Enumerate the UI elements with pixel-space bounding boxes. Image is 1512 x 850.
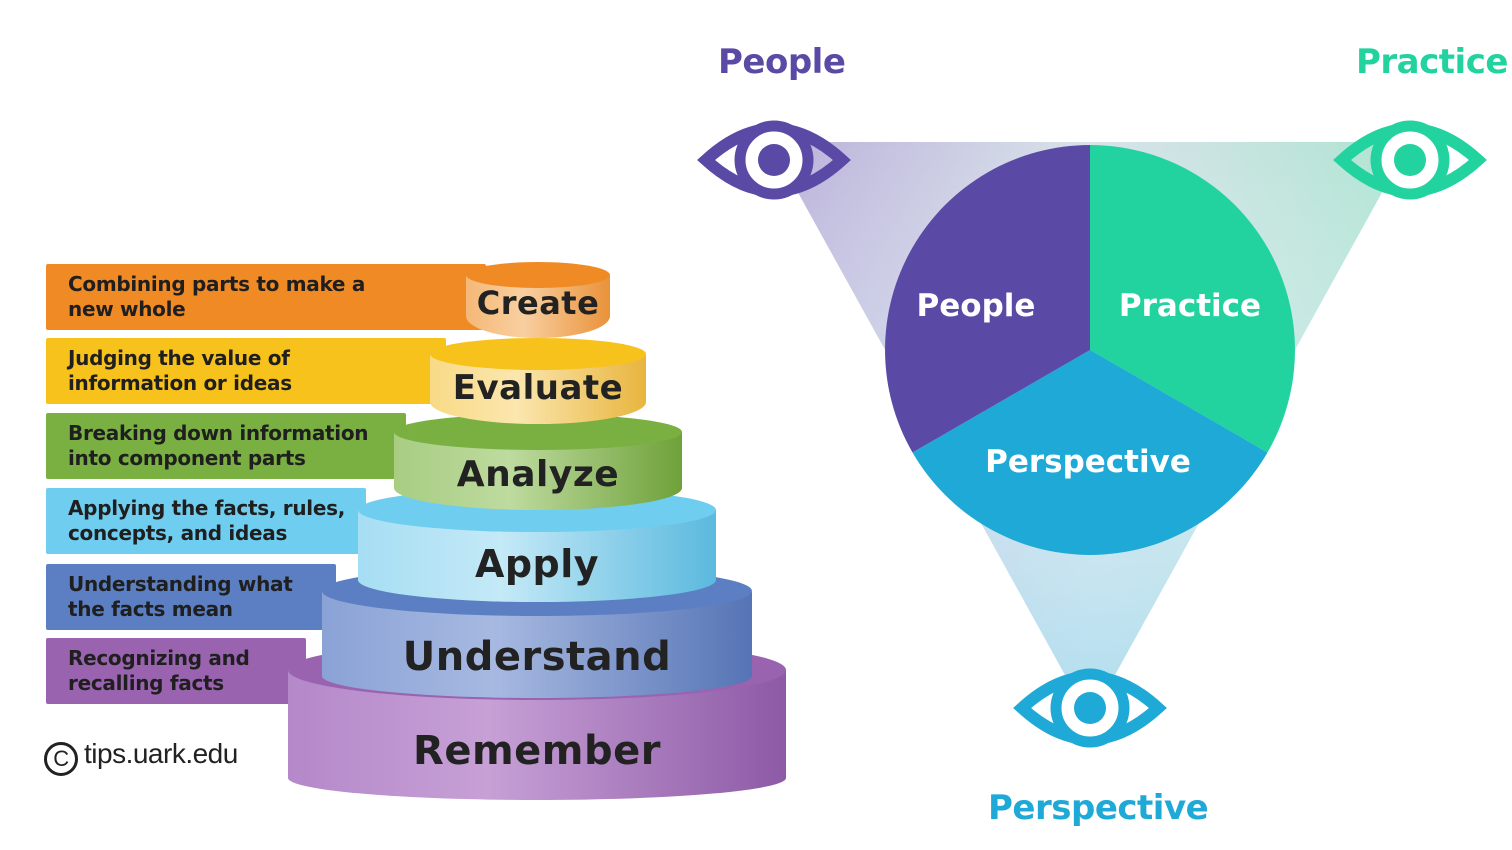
- three-p-diagram: People Practice Perspective People Pract…: [670, 0, 1512, 850]
- apply-label: Apply: [474, 542, 600, 586]
- analyze-label: Analyze: [456, 454, 620, 495]
- eye-icon-practice: [1333, 120, 1487, 200]
- create-desc-line2: new whole: [68, 297, 186, 321]
- create-cylinder: Create: [466, 262, 610, 338]
- remember-desc-line2: recalling facts: [68, 671, 224, 695]
- evaluate-desc-line1: Judging the value of: [68, 346, 290, 370]
- evaluate-label: Evaluate: [452, 368, 624, 408]
- understand-label: Understand: [402, 634, 672, 680]
- understand-desc-line1: Understanding what: [68, 572, 293, 596]
- apply-cylinder: Apply: [358, 488, 716, 602]
- three-p-graphic: People Practice Perspective: [697, 120, 1487, 748]
- analyze-description: Breaking down information into component…: [46, 413, 406, 479]
- apply-desc-line2: concepts, and ideas: [68, 521, 288, 545]
- understand-desc-line2: the facts mean: [68, 597, 233, 621]
- pie-label-practice: Practice: [1119, 288, 1261, 324]
- understand-description: Understanding what the facts mean: [46, 564, 336, 630]
- create-desc-line1: Combining parts to make a: [68, 272, 366, 296]
- analyze-cylinder: Analyze: [394, 414, 682, 510]
- apply-description: Applying the facts, rules, concepts, and…: [46, 488, 366, 554]
- copyright-text: tips.uark.edu: [84, 738, 238, 769]
- pie-label-people: People: [917, 288, 1036, 324]
- create-label: Create: [476, 284, 600, 322]
- analyze-desc-line1: Breaking down information: [68, 421, 369, 445]
- pie-label-perspective: Perspective: [985, 444, 1191, 480]
- pie-slice-perspective: [912, 350, 1268, 555]
- corner-label-practice: Practice: [1356, 42, 1508, 82]
- pie-slice-people: [885, 145, 1090, 453]
- analyze-desc-line2: into component parts: [68, 446, 306, 470]
- eye-icon-people: [697, 120, 851, 200]
- evaluate-cylinder: Evaluate: [430, 338, 646, 424]
- evaluate-desc-line2: information or ideas: [68, 371, 292, 395]
- create-description: Combining parts to make a new whole: [46, 264, 486, 330]
- remember-label: Remember: [413, 728, 661, 774]
- remember-description: Recognizing and recalling facts: [46, 638, 306, 704]
- apply-desc-line1: Applying the facts, rules,: [68, 496, 346, 520]
- pie-slice-practice: [1090, 145, 1295, 453]
- eye-icon-perspective: [1013, 668, 1167, 748]
- corner-label-perspective: Perspective: [988, 788, 1209, 828]
- evaluate-description: Judging the value of information or idea…: [46, 338, 446, 404]
- corner-label-people: People: [718, 42, 846, 82]
- remember-desc-line1: Recognizing and: [68, 646, 250, 670]
- copyright-icon: C: [44, 742, 78, 776]
- bloom-taxonomy-diagram: Recognizing and recalling facts Remember…: [44, 262, 786, 800]
